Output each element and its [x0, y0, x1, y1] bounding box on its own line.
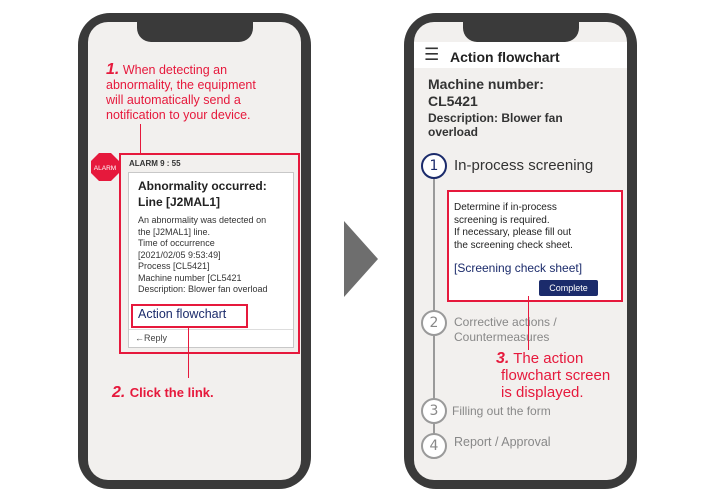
machine-number: Machine number: CL5421 [428, 76, 544, 109]
screening-check-sheet-link[interactable]: [Screening check sheet] [454, 261, 583, 275]
screening-instructions: Determine if in-process screening is req… [454, 202, 573, 251]
step-4-circle: 4 [421, 433, 447, 459]
annotation-3-number: 3. [496, 350, 510, 367]
annotation-1-connector [140, 124, 141, 154]
step-2-label[interactable]: Corrective actions / Countermeasures [454, 315, 557, 344]
alarm-badge-text: ALARM [94, 165, 116, 172]
alarm-badge-icon: ALARM [91, 153, 119, 181]
annotation-2-connector [188, 326, 189, 378]
annotation-1-line: will automatically send a [106, 93, 241, 107]
step-3-circle: 3 [421, 398, 447, 424]
page-title: Action flowchart [450, 49, 560, 65]
annotation-1-line: When detecting an [122, 63, 228, 77]
menu-icon[interactable]: ☰ [424, 45, 440, 65]
step-1-circle: 1 [421, 153, 447, 179]
reply-button[interactable]: ←Reply [135, 333, 168, 343]
notification-card[interactable]: Abnormality occurred: Line [J2MAL1] An a… [128, 172, 294, 348]
right-header-bar [414, 42, 627, 68]
annotation-1-line: notification to your device. [106, 108, 251, 122]
annotation-1-number: 1. [106, 61, 120, 78]
annotation-3-connector [528, 296, 529, 350]
notification-header: ALARM 9 : 55 [129, 159, 181, 168]
action-flowchart-link[interactable]: Action flowchart [138, 307, 227, 321]
complete-button[interactable]: Complete [539, 280, 598, 296]
annotation-3-line: The action [513, 350, 584, 367]
notification-title: Abnormality occurred: Line [J2MAL1] [138, 179, 267, 209]
annotation-3-line: flowchart screen [501, 367, 611, 384]
notification-reply-divider [129, 329, 293, 330]
annotation-3-line: is displayed. [501, 384, 584, 401]
notification-body: An abnormality was detected on the [J2MA… [138, 215, 268, 294]
annotation-1: 1. When detecting an abnormality, the eq… [106, 62, 296, 123]
machine-description: Description: Blower fan overload [428, 111, 563, 139]
annotation-3: 3. The action flowchart screen is displa… [496, 350, 624, 401]
arrow-right-icon [344, 221, 378, 297]
step-2-circle: 2 [421, 310, 447, 336]
annotation-2-number: 2. [112, 384, 126, 401]
annotation-1-line: abnormality, the equipment [106, 78, 256, 92]
step-3-label[interactable]: Filling out the form [452, 404, 551, 418]
step-1-label[interactable]: In-process screening [454, 157, 594, 174]
right-phone-notch [463, 13, 579, 42]
annotation-2: 2. Click the link. [112, 384, 214, 402]
action-flowchart-link-highlight [131, 304, 248, 328]
step-4-label[interactable]: Report / Approval [454, 435, 551, 449]
left-phone-notch [137, 13, 253, 42]
notification-highlight [119, 153, 300, 354]
annotation-2-text: Click the link. [129, 385, 214, 400]
